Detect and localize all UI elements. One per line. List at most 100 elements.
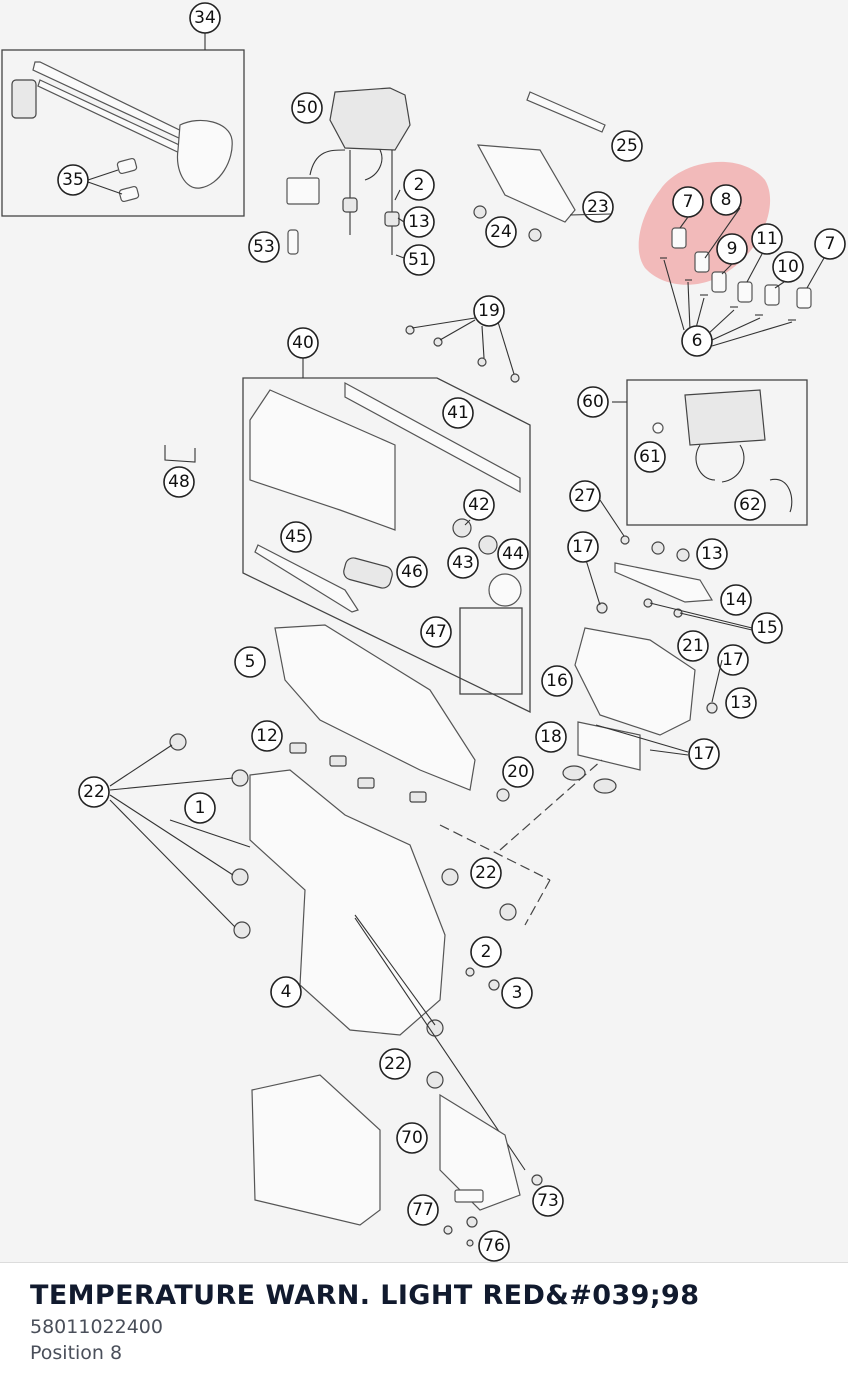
callout-42[interactable]: 42 <box>463 489 495 521</box>
callout-76[interactable]: 76 <box>478 1230 510 1262</box>
svg-text:27: 27 <box>574 486 596 506</box>
svg-text:73: 73 <box>537 1191 559 1211</box>
callout-70[interactable]: 70 <box>396 1122 428 1154</box>
callout-7[interactable]: 7 <box>672 186 704 218</box>
callout-1[interactable]: 1 <box>184 792 216 824</box>
callout-61[interactable]: 61 <box>634 441 666 473</box>
svg-text:76: 76 <box>483 1236 505 1256</box>
callout-47[interactable]: 47 <box>420 616 452 648</box>
svg-text:16: 16 <box>546 671 568 691</box>
callout-22c[interactable]: 22 <box>379 1048 411 1080</box>
part-48 <box>164 445 196 463</box>
svg-text:45: 45 <box>285 527 307 547</box>
svg-text:46: 46 <box>401 562 423 582</box>
part-group-60 <box>612 379 808 526</box>
part-caption: TEMPERATURE WARN. LIGHT RED&#039;98 5801… <box>30 1278 830 1366</box>
svg-text:18: 18 <box>540 727 562 747</box>
callout-60[interactable]: 60 <box>577 386 609 418</box>
callout-16[interactable]: 16 <box>541 665 573 697</box>
svg-text:11: 11 <box>756 229 778 249</box>
callout-22a[interactable]: 22 <box>78 776 110 808</box>
part-group-23-25 <box>473 91 606 242</box>
callout-3[interactable]: 3 <box>501 977 533 1009</box>
callout-35[interactable]: 35 <box>57 164 89 196</box>
callout-22b[interactable]: 22 <box>470 857 502 889</box>
svg-text:34: 34 <box>194 8 216 28</box>
callout-34[interactable]: 34 <box>189 2 221 34</box>
callout-41[interactable]: 41 <box>442 397 474 429</box>
callout-4[interactable]: 4 <box>270 976 302 1008</box>
svg-text:77: 77 <box>412 1200 434 1220</box>
callout-11[interactable]: 11 <box>751 223 783 255</box>
svg-text:22: 22 <box>475 863 497 883</box>
callout-25[interactable]: 25 <box>611 130 643 162</box>
callout-45[interactable]: 45 <box>280 521 312 553</box>
callout-18[interactable]: 18 <box>535 721 567 753</box>
part-group-19 <box>405 317 520 383</box>
callout-44[interactable]: 44 <box>497 538 529 570</box>
callout-9[interactable]: 9 <box>716 233 748 265</box>
svg-text:1: 1 <box>195 798 206 818</box>
callout-13b[interactable]: 13 <box>696 538 728 570</box>
callout-53[interactable]: 53 <box>248 231 280 263</box>
callout-51[interactable]: 51 <box>403 244 435 276</box>
svg-text:51: 51 <box>408 250 430 270</box>
callout-17b[interactable]: 17 <box>717 644 749 676</box>
callout-23[interactable]: 23 <box>582 191 614 223</box>
callout-7b[interactable]: 7 <box>814 228 846 260</box>
svg-text:13: 13 <box>701 544 723 564</box>
callout-14[interactable]: 14 <box>720 584 752 616</box>
svg-text:5: 5 <box>245 652 256 672</box>
callout-24[interactable]: 24 <box>485 216 517 248</box>
callout-21[interactable]: 21 <box>677 630 709 662</box>
svg-text:13: 13 <box>730 693 752 713</box>
callout-2b[interactable]: 2 <box>470 936 502 968</box>
callout-43[interactable]: 43 <box>447 547 479 579</box>
callout-48[interactable]: 48 <box>163 466 195 498</box>
svg-text:47: 47 <box>425 622 447 642</box>
callout-50[interactable]: 50 <box>291 92 323 124</box>
callout-12[interactable]: 12 <box>251 720 283 752</box>
callout-17a[interactable]: 17 <box>567 531 599 563</box>
svg-text:50: 50 <box>296 98 318 118</box>
callout-5[interactable]: 5 <box>234 646 266 678</box>
caption-divider <box>0 1262 848 1263</box>
callout-40[interactable]: 40 <box>287 327 319 359</box>
callout-62[interactable]: 62 <box>734 489 766 521</box>
svg-text:35: 35 <box>62 170 84 190</box>
callout-8[interactable]: 8 <box>710 184 742 216</box>
svg-text:17: 17 <box>722 650 744 670</box>
svg-text:62: 62 <box>739 495 761 515</box>
svg-text:13: 13 <box>408 212 430 232</box>
callout-13c[interactable]: 13 <box>725 687 757 719</box>
svg-text:43: 43 <box>452 553 474 573</box>
svg-text:23: 23 <box>587 197 609 217</box>
callout-2[interactable]: 2 <box>403 169 435 201</box>
callout-77[interactable]: 77 <box>407 1194 439 1226</box>
callout-19[interactable]: 19 <box>473 295 505 327</box>
svg-text:22: 22 <box>83 782 105 802</box>
callout-10[interactable]: 10 <box>772 251 804 283</box>
callout-17c[interactable]: 17 <box>688 738 720 770</box>
part-group-70 <box>251 1074 543 1247</box>
svg-text:2: 2 <box>414 175 425 195</box>
part-group-4 <box>109 733 603 1171</box>
callout-6[interactable]: 6 <box>681 325 713 357</box>
svg-text:14: 14 <box>725 590 747 610</box>
callout-27[interactable]: 27 <box>569 480 601 512</box>
callout-13[interactable]: 13 <box>403 206 435 238</box>
svg-text:17: 17 <box>572 537 594 557</box>
part-title: TEMPERATURE WARN. LIGHT RED&#039;98 <box>30 1280 700 1311</box>
svg-text:3: 3 <box>512 983 523 1003</box>
svg-text:12: 12 <box>256 726 278 746</box>
part-group-50 <box>286 87 411 255</box>
svg-text:9: 9 <box>727 239 738 259</box>
callout-73[interactable]: 73 <box>532 1185 564 1217</box>
callout-15[interactable]: 15 <box>751 612 783 644</box>
callout-20[interactable]: 20 <box>502 756 534 788</box>
svg-text:7: 7 <box>683 192 694 212</box>
svg-text:6: 6 <box>692 331 703 351</box>
callout-46[interactable]: 46 <box>396 556 428 588</box>
svg-text:61: 61 <box>639 447 661 467</box>
svg-text:15: 15 <box>756 618 778 638</box>
